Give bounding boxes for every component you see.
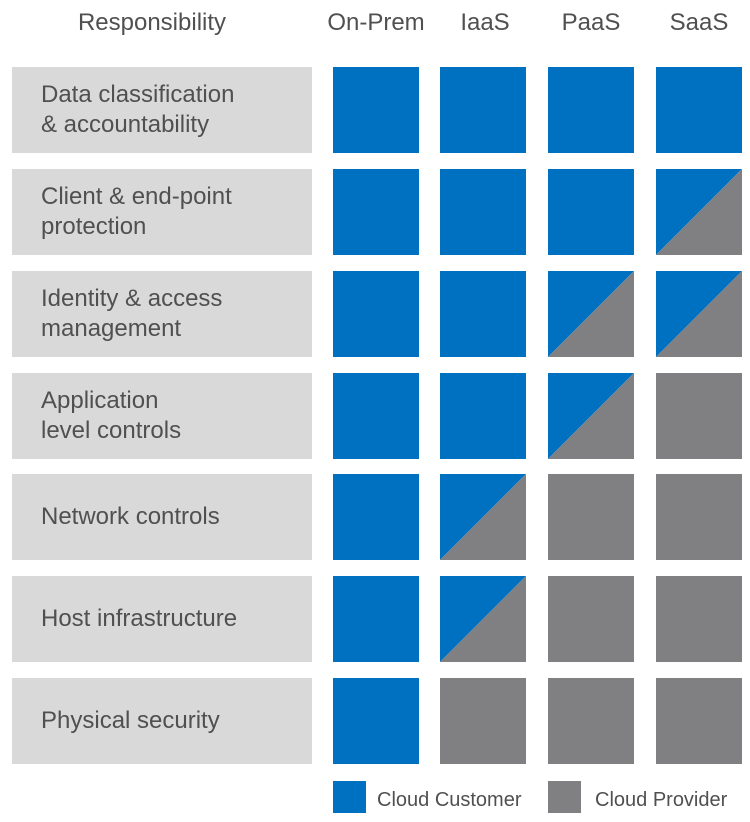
provider-triangle [548, 373, 634, 459]
provider-triangle [656, 169, 742, 255]
row-label: Network controls [12, 474, 312, 560]
customer-fill [333, 576, 419, 662]
cell-paas-customer [548, 67, 634, 153]
provider-triangle [548, 271, 634, 357]
row-label-line: protection [41, 213, 147, 240]
legend-customer-swatch [333, 781, 366, 813]
customer-fill [333, 169, 419, 255]
customer-fill [548, 169, 634, 255]
row-label: Host infrastructure [12, 576, 312, 662]
provider-fill [548, 678, 634, 764]
row-label: Client & end-point protection [12, 169, 312, 255]
provider-triangle [656, 271, 742, 357]
provider-triangle [440, 576, 526, 662]
cell-iaas-customer [440, 271, 526, 357]
cell-on-prem-customer [333, 474, 419, 560]
customer-fill [333, 373, 419, 459]
column-header-saas: SaaS [669, 9, 729, 36]
cell-saas-provider [656, 678, 742, 764]
legend-provider-swatch [548, 781, 581, 813]
customer-fill [440, 271, 526, 357]
responsibility-header: Responsibility [77, 9, 227, 36]
cell-iaas-customer [440, 67, 526, 153]
cell-saas-shared [656, 271, 742, 357]
row-label: Identity & access management [12, 271, 312, 357]
row-label-line: Data classification [41, 81, 235, 108]
row-label: Application level controls [12, 373, 312, 459]
cell-on-prem-customer [333, 678, 419, 764]
cell-iaas-shared [440, 474, 526, 560]
provider-fill [656, 474, 742, 560]
row-label: Data classification & accountability [12, 67, 312, 153]
row-label-line: Client & end-point [41, 183, 232, 210]
cell-on-prem-customer [333, 67, 419, 153]
customer-fill [440, 373, 526, 459]
cell-saas-provider [656, 576, 742, 662]
cell-paas-provider [548, 678, 634, 764]
cell-paas-shared [548, 271, 634, 357]
cell-saas-customer [656, 67, 742, 153]
legend-customer-label: Cloud Customer [377, 789, 522, 811]
customer-fill [656, 67, 742, 153]
column-header-paas: PaaS [561, 9, 621, 36]
column-header-iaas: IaaS [460, 9, 510, 36]
cell-iaas-customer [440, 373, 526, 459]
cell-paas-provider [548, 474, 634, 560]
provider-fill [548, 576, 634, 662]
customer-fill [333, 271, 419, 357]
customer-fill [440, 67, 526, 153]
customer-fill [333, 678, 419, 764]
row-label: Physical security [12, 678, 312, 764]
cell-on-prem-customer [333, 576, 419, 662]
provider-fill [440, 678, 526, 764]
legend-provider-label: Cloud Provider [595, 789, 728, 811]
row-label-line: management [41, 315, 182, 342]
cell-on-prem-customer [333, 169, 419, 255]
cell-paas-shared [548, 373, 634, 459]
customer-fill [440, 169, 526, 255]
cell-saas-provider [656, 373, 742, 459]
provider-triangle [440, 474, 526, 560]
cell-on-prem-customer [333, 271, 419, 357]
row-label-line: Host infrastructure [41, 605, 238, 632]
customer-fill [333, 67, 419, 153]
provider-fill [656, 678, 742, 764]
column-header-on-prem: On-Prem [327, 9, 425, 36]
provider-fill [656, 576, 742, 662]
row-label-line: Identity & access [41, 285, 223, 312]
cell-saas-shared [656, 169, 742, 255]
cell-iaas-customer [440, 169, 526, 255]
row-label-line: level controls [41, 417, 182, 444]
provider-fill [656, 373, 742, 459]
row-label-line: Application [41, 387, 159, 414]
provider-fill [548, 474, 634, 560]
cell-saas-provider [656, 474, 742, 560]
cell-iaas-provider [440, 678, 526, 764]
customer-fill [548, 67, 634, 153]
customer-fill [333, 474, 419, 560]
cell-iaas-shared [440, 576, 526, 662]
cell-on-prem-customer [333, 373, 419, 459]
cell-paas-customer [548, 169, 634, 255]
row-label-line: Physical security [41, 707, 220, 734]
row-label-line: Network controls [41, 503, 220, 530]
row-label-line: & accountability [41, 111, 210, 138]
cell-paas-provider [548, 576, 634, 662]
